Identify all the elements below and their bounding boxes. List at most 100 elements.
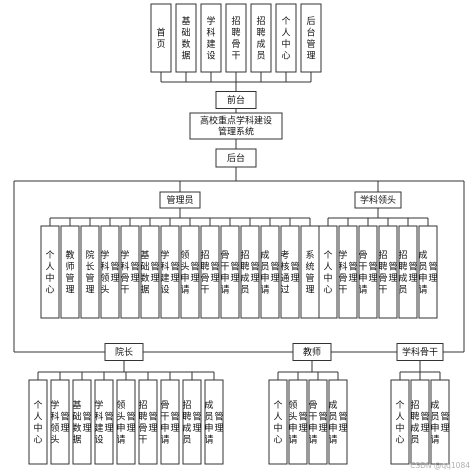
system-node-label: 高校重点学科建设 (200, 115, 272, 127)
role-teacher[interactable]: 教师 (292, 343, 332, 361)
leader-module-4-box (378, 225, 398, 319)
frontend-node[interactable]: 前台 (215, 91, 257, 109)
role-leader[interactable]: 学科领头 (354, 191, 402, 209)
dean-module-8-glyph: 理 (192, 423, 201, 434)
dean-module-2-glyph: 头 (50, 434, 59, 445)
admin-module-8-glyph: 头 (180, 261, 189, 272)
dean-module-6-box (138, 379, 158, 465)
admin-module-12-glyph: 管 (270, 260, 279, 272)
admin-module-2-glyph: 理 (65, 284, 74, 295)
dean-module-3-glyph: 基 (72, 399, 81, 411)
admin-module-1-glyph: 人 (45, 261, 54, 272)
leader-module-1-glyph: 人 (323, 261, 332, 272)
role-leader-box (354, 191, 402, 209)
frontend-module-5-glyph: 招 (256, 15, 265, 27)
admin-module-14-glyph: 系 (305, 250, 314, 261)
frontend-module-1-glyph: 页 (156, 39, 165, 50)
admin-module-4-glyph: 理 (110, 273, 119, 284)
frontend-module-3[interactable]: 学科建设 (200, 3, 222, 73)
leader-module-1-glyph: 中 (323, 272, 332, 284)
dean-module-2-box (50, 379, 70, 465)
role-backbone-box (396, 343, 444, 361)
backbone-module-1-glyph: 个 (395, 400, 404, 411)
frontend-module-5-glyph: 聘 (256, 26, 265, 38)
teacher-module-3-glyph: 干 (308, 411, 317, 422)
leader-module-2-glyph: 科 (338, 260, 347, 272)
leader-module-2-glyph: 干 (338, 284, 347, 295)
role-backbone[interactable]: 学科骨干 (396, 343, 444, 361)
frontend-module-1[interactable]: 首页 (150, 3, 172, 73)
role-dean-label: 院长 (115, 346, 133, 358)
leader-module-2-box (338, 225, 358, 319)
frontend-module-7-glyph: 后 (306, 16, 315, 27)
teacher-module-1-box (268, 379, 288, 465)
admin-module-9-box (200, 225, 220, 319)
dean-module-9-glyph: 员 (204, 411, 213, 422)
frontend-module-7-glyph: 管 (306, 38, 315, 50)
admin-module-11-glyph: 管 (250, 260, 259, 272)
frontend-module-2-glyph: 据 (181, 49, 190, 61)
admin-module-6-glyph: 管 (150, 260, 159, 272)
backend-node[interactable]: 后台 (215, 148, 257, 168)
frontend-module-3-glyph: 建 (206, 38, 215, 50)
teacher-module-2-glyph: 头 (288, 411, 297, 422)
role-teacher-box (292, 343, 332, 361)
role-dean[interactable]: 院长 (104, 343, 144, 361)
dean-module-9-glyph: 管 (214, 410, 223, 422)
dean-module-7-glyph: 理 (170, 423, 179, 434)
dean-module-5-glyph: 领 (116, 399, 125, 411)
backbone-module-2-glyph: 招 (410, 399, 419, 411)
leader-module-6-box (418, 225, 438, 319)
backbone-module-2-box (410, 379, 430, 465)
role-admin[interactable]: 管理员 (159, 191, 201, 209)
frontend-module-6-glyph: 个 (281, 16, 290, 27)
admin-module-13-glyph: 通 (280, 273, 289, 284)
leader-module-3-glyph: 申 (358, 272, 367, 284)
admin-module-14-glyph: 管 (305, 272, 314, 284)
teacher-module-1-glyph: 人 (273, 411, 282, 422)
